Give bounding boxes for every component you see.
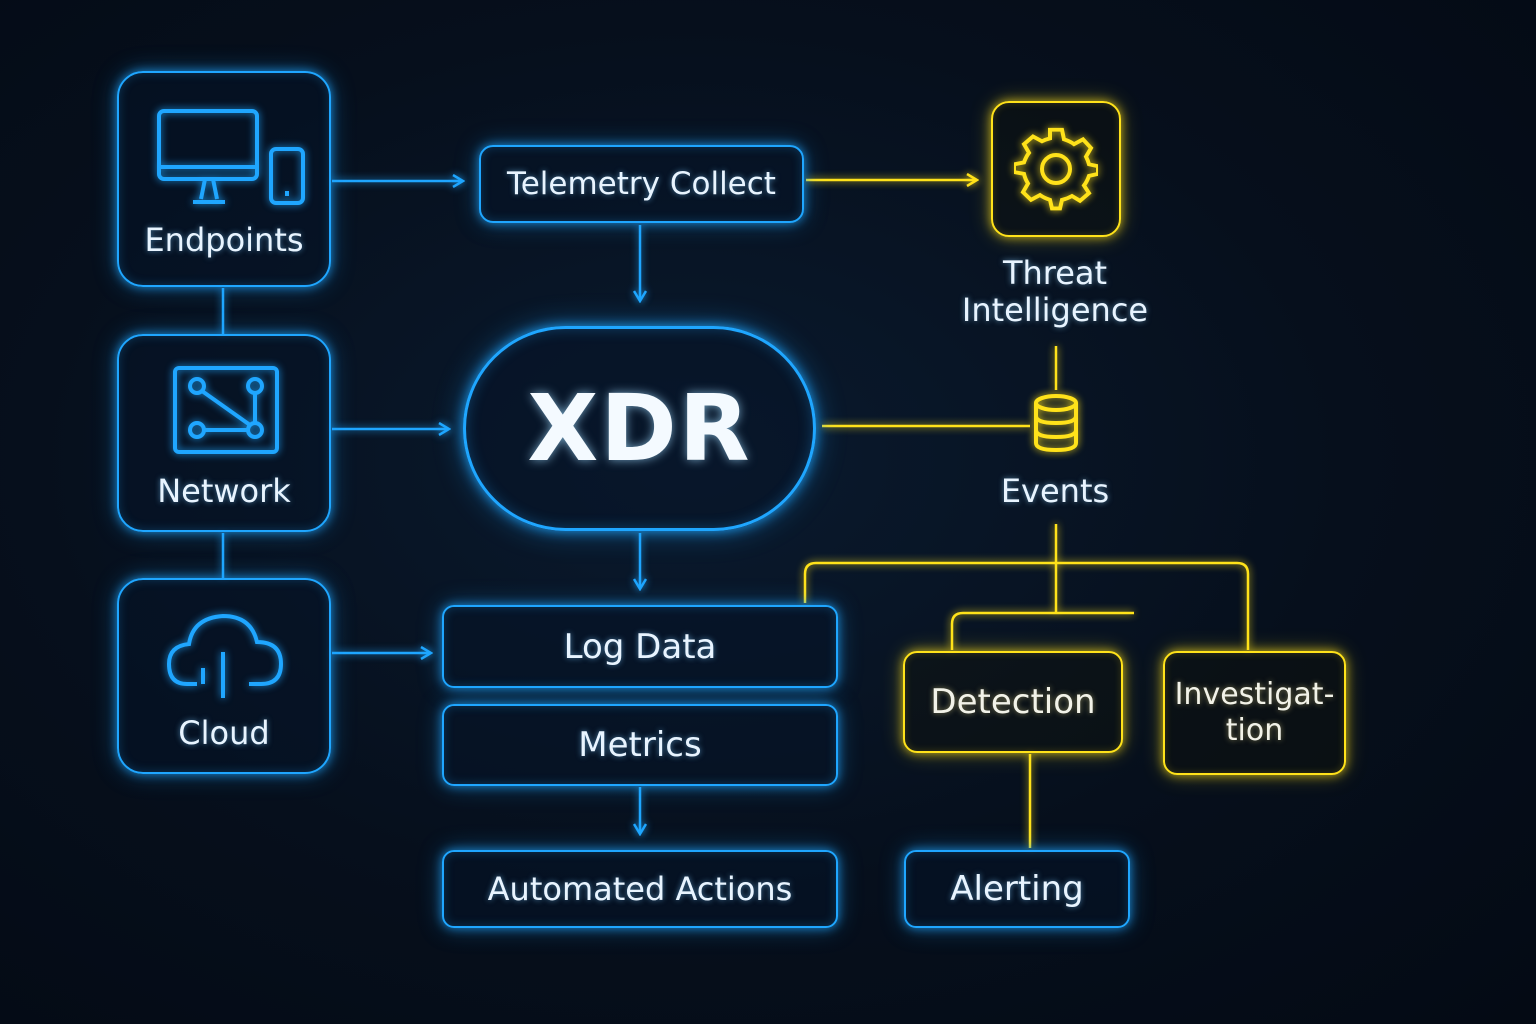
cloud-label: Cloud xyxy=(178,714,270,752)
log-data-box[interactable]: Log Data xyxy=(442,605,838,688)
cloud-upload-icon xyxy=(166,613,284,698)
threat-intelligence-box[interactable] xyxy=(991,101,1121,237)
investigation-line2: tion xyxy=(1225,713,1284,748)
telemetry-collect-label: Telemetry Collect xyxy=(507,166,776,202)
database-icon xyxy=(1034,394,1078,453)
threat-intelligence-label: Threat Intelligence xyxy=(930,255,1180,329)
detection-box[interactable]: Detection xyxy=(903,651,1123,753)
automated-actions-label: Automated Actions xyxy=(487,870,793,908)
alerting-label: Alerting xyxy=(950,869,1084,909)
endpoints-box[interactable]: Endpoints xyxy=(117,71,331,287)
monitor-phone-icon xyxy=(157,109,305,205)
metrics-box[interactable]: Metrics xyxy=(442,704,838,786)
connector-bracket-inner xyxy=(950,611,1134,650)
xdr-hub[interactable]: XDR xyxy=(463,326,816,531)
investigation-box[interactable]: Investigat- tion xyxy=(1163,651,1346,775)
log-data-label: Log Data xyxy=(563,626,717,667)
connector-bracket-outer xyxy=(803,561,1250,650)
cloud-box[interactable]: Cloud xyxy=(117,578,331,774)
network-label: Network xyxy=(157,472,291,510)
endpoints-label: Endpoints xyxy=(144,221,304,259)
detection-label: Detection xyxy=(930,682,1096,722)
gear-icon xyxy=(1014,127,1098,211)
xdr-hub-label: XDR xyxy=(527,375,752,482)
network-topology-icon xyxy=(173,366,279,454)
network-box[interactable]: Network xyxy=(117,334,331,532)
alerting-box[interactable]: Alerting xyxy=(904,850,1130,928)
threat-intelligence-line2: Intelligence xyxy=(961,291,1149,329)
events-label: Events xyxy=(1000,472,1110,510)
investigation-line1: Investigat- xyxy=(1174,677,1335,712)
automated-actions-box[interactable]: Automated Actions xyxy=(442,850,838,928)
threat-intelligence-line1: Threat xyxy=(1002,254,1108,292)
metrics-label: Metrics xyxy=(578,725,702,765)
telemetry-collect-box[interactable]: Telemetry Collect xyxy=(479,145,804,223)
